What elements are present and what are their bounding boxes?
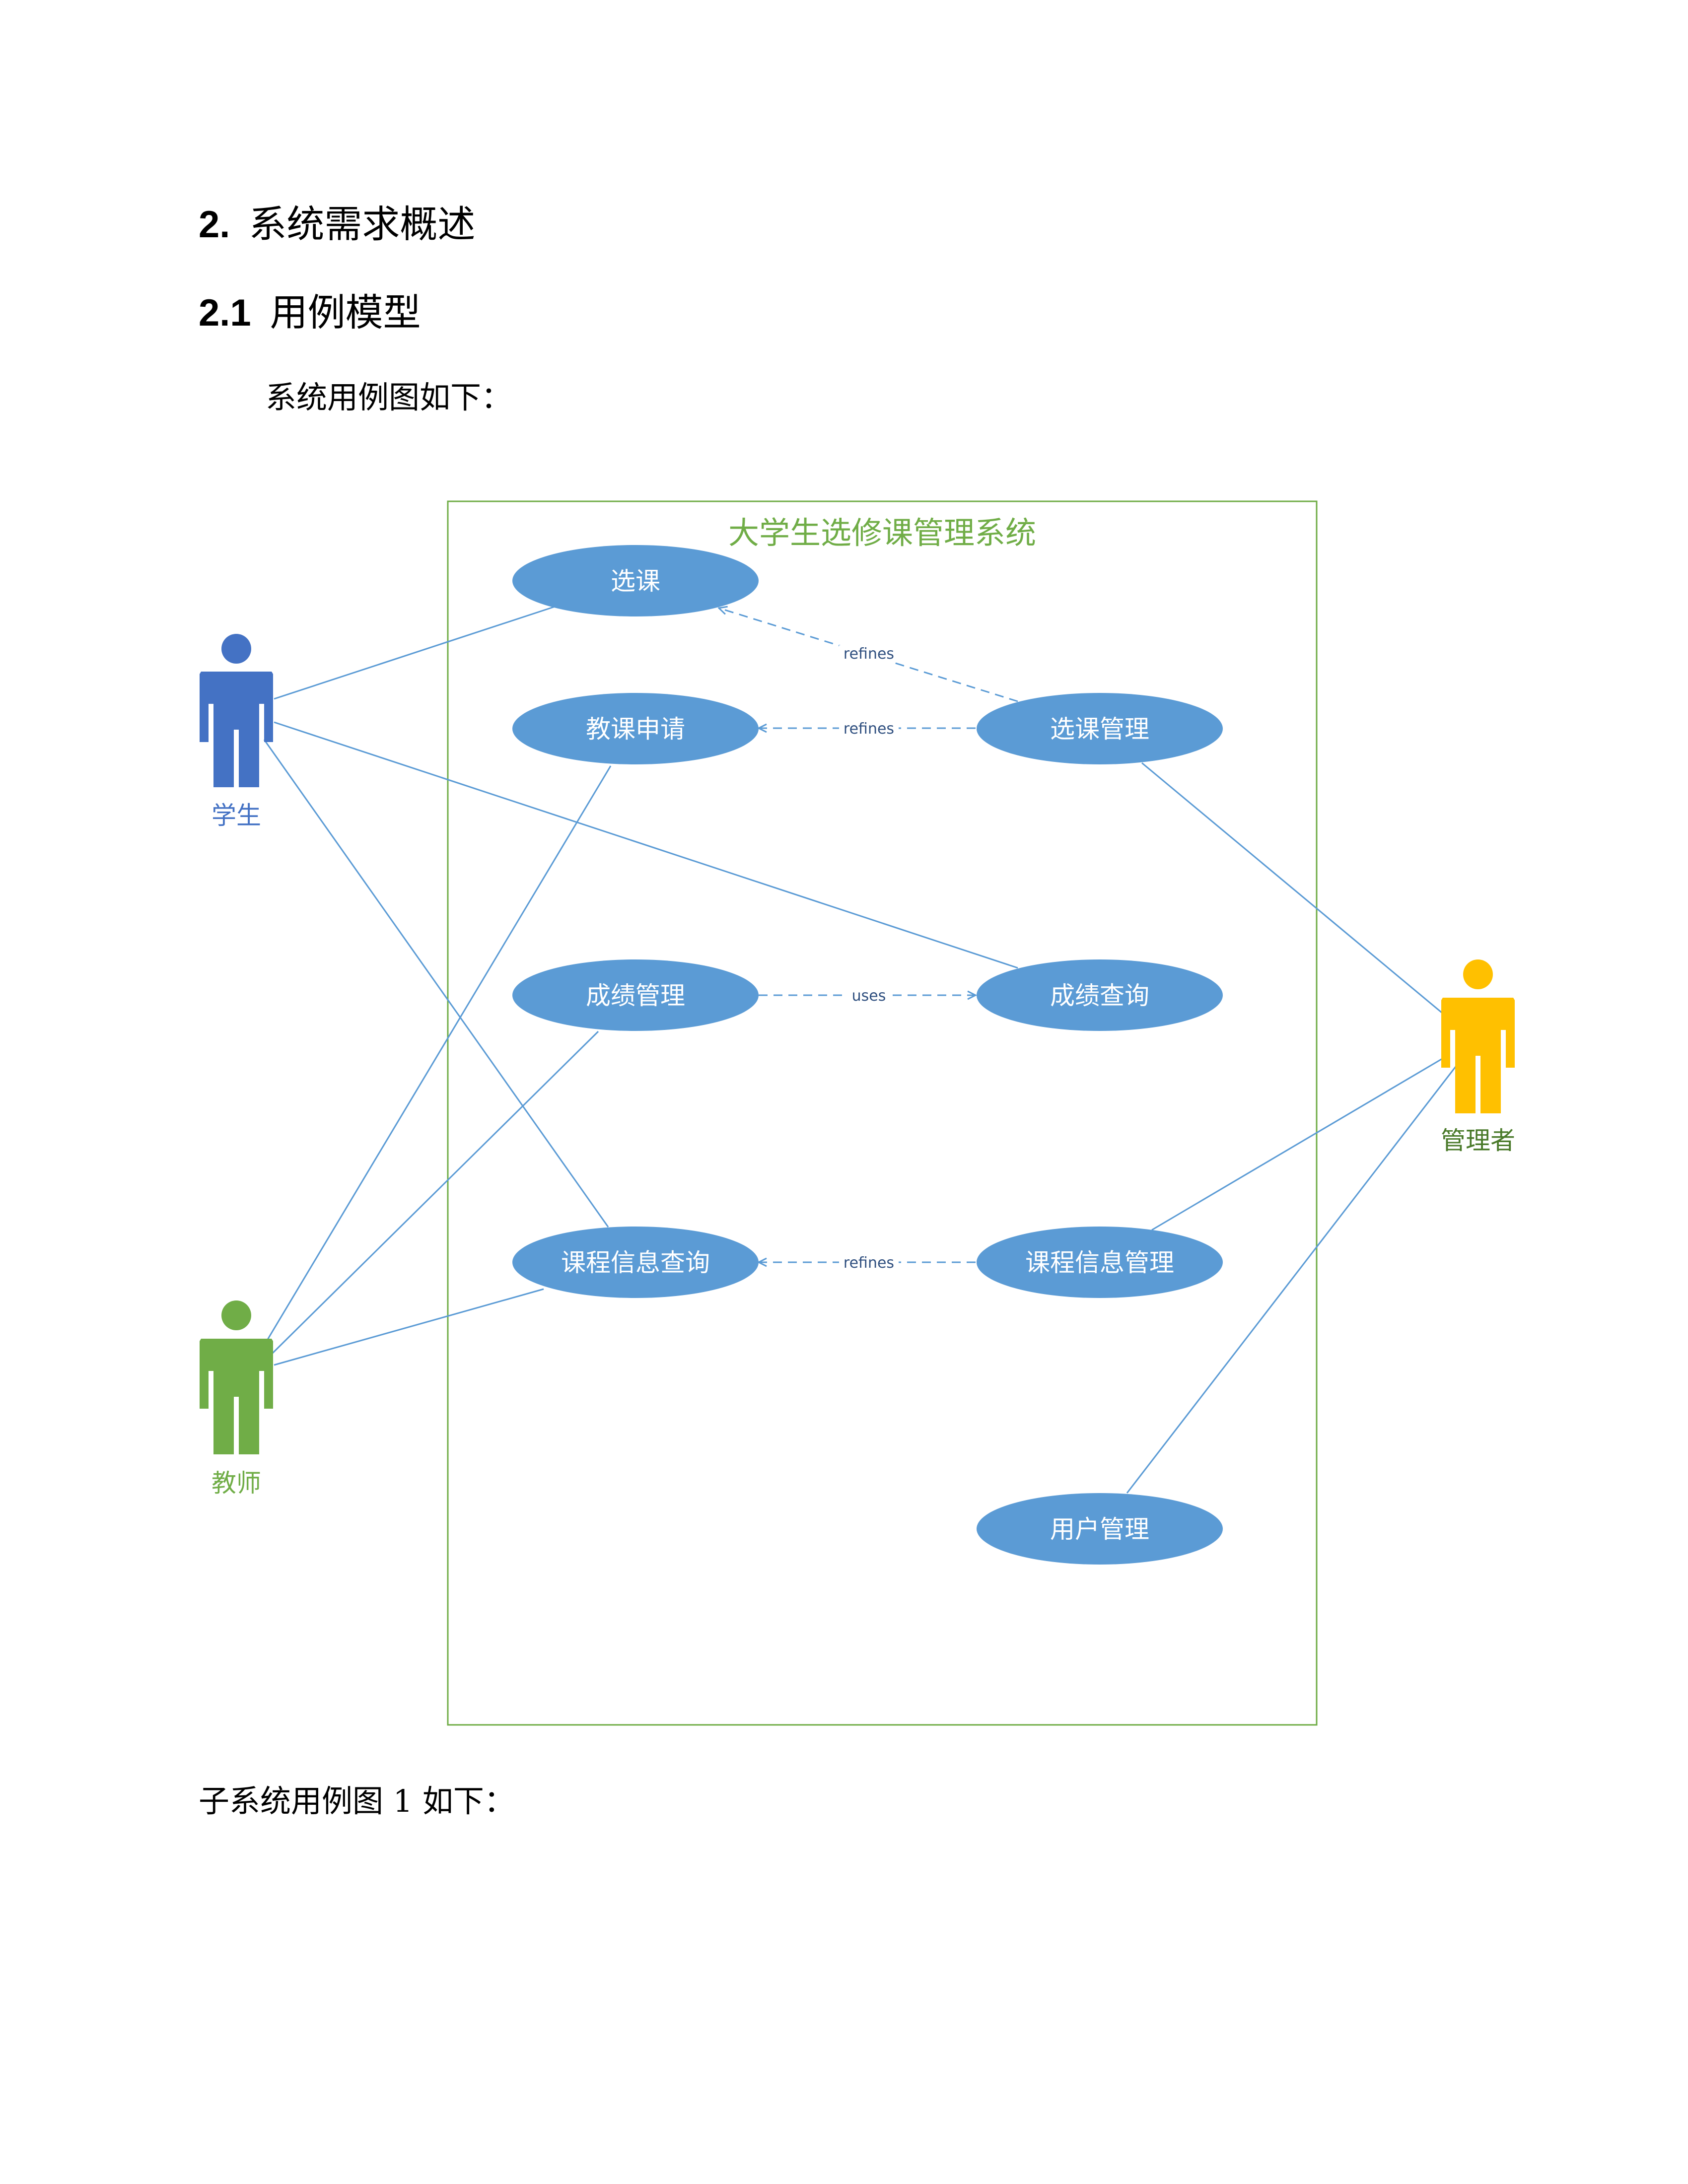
use-case-user-mgmt[interactable]: 用户管理 [977,1493,1223,1565]
svg-text:课程信息管理: 课程信息管理 [1025,1248,1174,1277]
svg-text:课程信息查询: 课程信息查询 [561,1248,710,1277]
use-case-xuanke[interactable]: 选课 [512,545,759,616]
svg-text:选课管理: 选课管理 [1050,715,1149,744]
relation-label: refines [844,720,894,738]
use-case-chengji-mgmt[interactable]: 成绩管理 [512,959,759,1031]
use-case-xuanke-mgmt[interactable]: 选课管理 [977,693,1223,764]
section-number: 2.1 [199,292,251,334]
associations [260,606,1458,1494]
assoc-admin-kecheng-mgmt [1151,1056,1445,1231]
actor-teacher[interactable]: 教师 [200,1300,273,1498]
actor-admin[interactable]: 管理者 [1441,959,1515,1155]
assoc-teacher-chengji-mgmt [267,1030,599,1359]
section-number: 2. [199,204,230,246]
use-case-jiaoke[interactable]: 教课申请 [512,693,759,764]
section-heading-2-1: 2.1 用例模型 [199,282,421,337]
use-case-kecheng-mgmt[interactable]: 课程信息管理 [977,1227,1223,1298]
section-heading-2: 2. 系统需求概述 [199,194,475,248]
actor-student[interactable]: 学生 [200,634,273,830]
use-case-chengji-query[interactable]: 成绩查询 [977,959,1223,1031]
actor-teacher-icon [221,1300,251,1330]
assoc-student-kecheng-query [263,739,609,1228]
intro-paragraph: 系统用例图如下： [266,379,512,415]
assoc-student-xuanke [274,606,556,700]
actor-admin-icon [1463,959,1493,989]
relation-label: refines [844,1254,894,1272]
use-case-kecheng-query[interactable]: 课程信息查询 [512,1227,759,1298]
relation-label: uses [852,987,886,1005]
assoc-teacher-kecheng-query [274,1288,544,1366]
actor-label: 管理者 [1441,1126,1515,1155]
system-boundary [447,500,1318,1726]
svg-text:教课申请: 教课申请 [586,715,685,744]
actor-student-icon [221,634,251,664]
actor-label: 教师 [211,1469,261,1498]
section-title: 系统需求概述 [249,202,476,246]
svg-text:成绩查询: 成绩查询 [1050,981,1149,1010]
relation-label: refines [844,645,894,663]
relation-labels: refines refines uses refines [839,645,899,1272]
assoc-admin-user-mgmt [1126,1064,1458,1494]
actor-label: 学生 [211,801,261,830]
subsystem-paragraph: 子系统用例图 1 如下： [199,1783,515,1819]
system-title: 大学生选修课管理系统 [728,515,1036,551]
assoc-student-chengji-query [274,721,1018,969]
assoc-teacher-jiaoke [260,765,612,1352]
section-title: 用例模型 [270,290,421,335]
svg-text:用户管理: 用户管理 [1050,1515,1149,1544]
dependencies [719,608,1018,1262]
assoc-admin-xuanke-mgmt [1141,762,1445,1016]
svg-text:选课: 选课 [611,567,660,596]
svg-text:成绩管理: 成绩管理 [586,981,685,1010]
